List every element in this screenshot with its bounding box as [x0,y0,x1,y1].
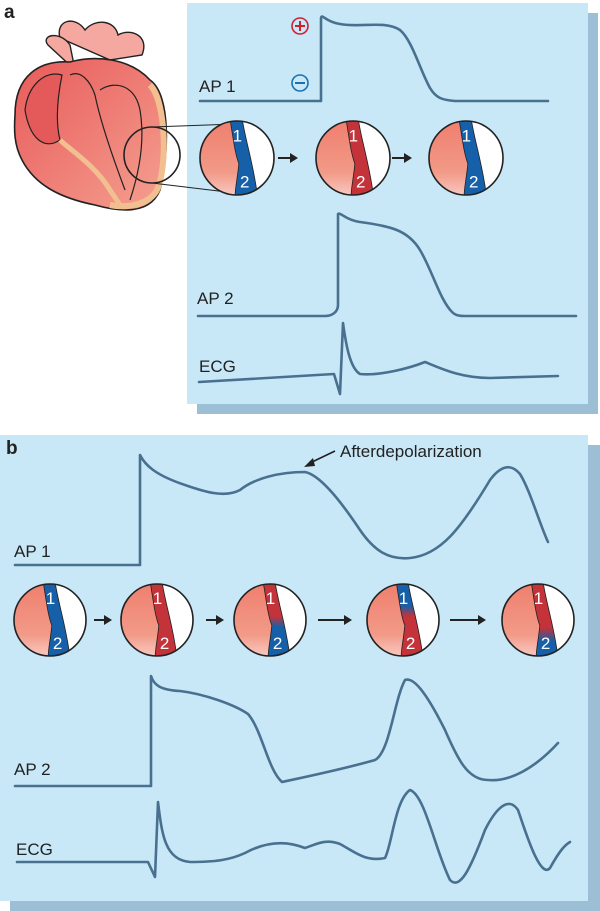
panel-b-ap1-label: AP 1 [14,542,51,561]
zone-1-label: 1 [462,126,471,145]
panel-a-arrow-1 [278,153,298,163]
circle-outline [501,583,575,657]
panel-a-ap2-label: AP 2 [197,289,234,308]
circle-outline [13,583,87,657]
conduction-band [263,584,291,656]
panel-b-tissue-circle-2: 12 [120,583,194,657]
panel-a-ap1-label: AP 1 [199,77,236,96]
zone-1-label: 1 [534,589,543,608]
zone-1-label: 1 [266,589,275,608]
afterdepolarization-annotation: Afterdepolarization [340,442,482,461]
myocardium-region [367,584,405,656]
panel-a-arrow-2 [392,153,412,163]
conduction-band [458,121,487,195]
panel-a [187,3,588,404]
panel-a-ecg-label: ECG [199,357,236,376]
circle-outline [315,120,391,196]
panel-b-arrow-1 [94,615,112,625]
panel-b-arrow-2 [206,615,224,625]
myocardium-region [429,121,468,195]
panel-b-arrow-3 [318,615,352,625]
panel-b-arrow-4 [450,615,486,625]
zone-2-label: 2 [240,173,249,192]
zone-2-label: 2 [541,634,550,653]
myocardium-region [234,584,272,656]
zone-2-label: 2 [406,634,415,653]
myocardium-region [200,121,239,195]
panel-b-ecg-label: ECG [16,840,53,859]
zone-2-label: 2 [469,173,478,192]
panel-b-ap1-trace [13,453,550,567]
circle-outline [120,583,194,657]
panel-b-tissue-circle-1: 12 [13,583,87,657]
panel-a-tissue-circle-1: 12 [199,120,275,196]
zone-1-label: 1 [233,126,242,145]
panel-a-ecg-trace [197,321,560,396]
panel-b-ap2-label: AP 2 [14,760,51,779]
zone-2-label: 2 [160,634,169,653]
panel-b-ecg-trace [15,788,572,884]
negative-sign-icon [291,74,309,92]
circle-outline [366,583,440,657]
zone-1-label: 1 [349,126,358,145]
positive-sign-icon [291,17,309,35]
panel-a-label: a [4,2,15,23]
panel-a-ap1-trace [198,15,550,103]
myocardium-region [14,584,52,656]
conduction-band [43,584,71,656]
myocardium-region [316,121,355,195]
panel-a-tissue-circle-3: 12 [428,120,504,196]
zone-1-label: 1 [46,589,55,608]
heart-illustration [13,20,168,211]
circle-outline [233,583,307,657]
myocardium-region [502,584,540,656]
panel-a-tissue-circle-2: 12 [315,120,391,196]
circle-outline [199,120,275,196]
conduction-band [345,121,374,195]
zone-1-label: 1 [399,589,408,608]
circle-outline [428,120,504,196]
zone-1-label: 1 [153,589,162,608]
zone-2-label: 2 [356,173,365,192]
panel-b-label: b [6,438,18,459]
zone-2-label: 2 [53,634,62,653]
conduction-band [229,121,258,195]
panel-b-tissue-circle-4: 12 [366,583,440,657]
panel-b-ap2-trace [13,674,560,788]
panel-b-tissue-circle-3: 12 [233,583,307,657]
afterdepolarization-arrow [304,450,336,467]
panel-b-tissue-circle-5: 12 [501,583,575,657]
zone-2-label: 2 [273,634,282,653]
conduction-band [396,584,424,656]
panel-a-ap2-trace [196,212,578,318]
conduction-band [150,584,178,656]
myocardium-region [121,584,159,656]
conduction-band [531,584,559,656]
